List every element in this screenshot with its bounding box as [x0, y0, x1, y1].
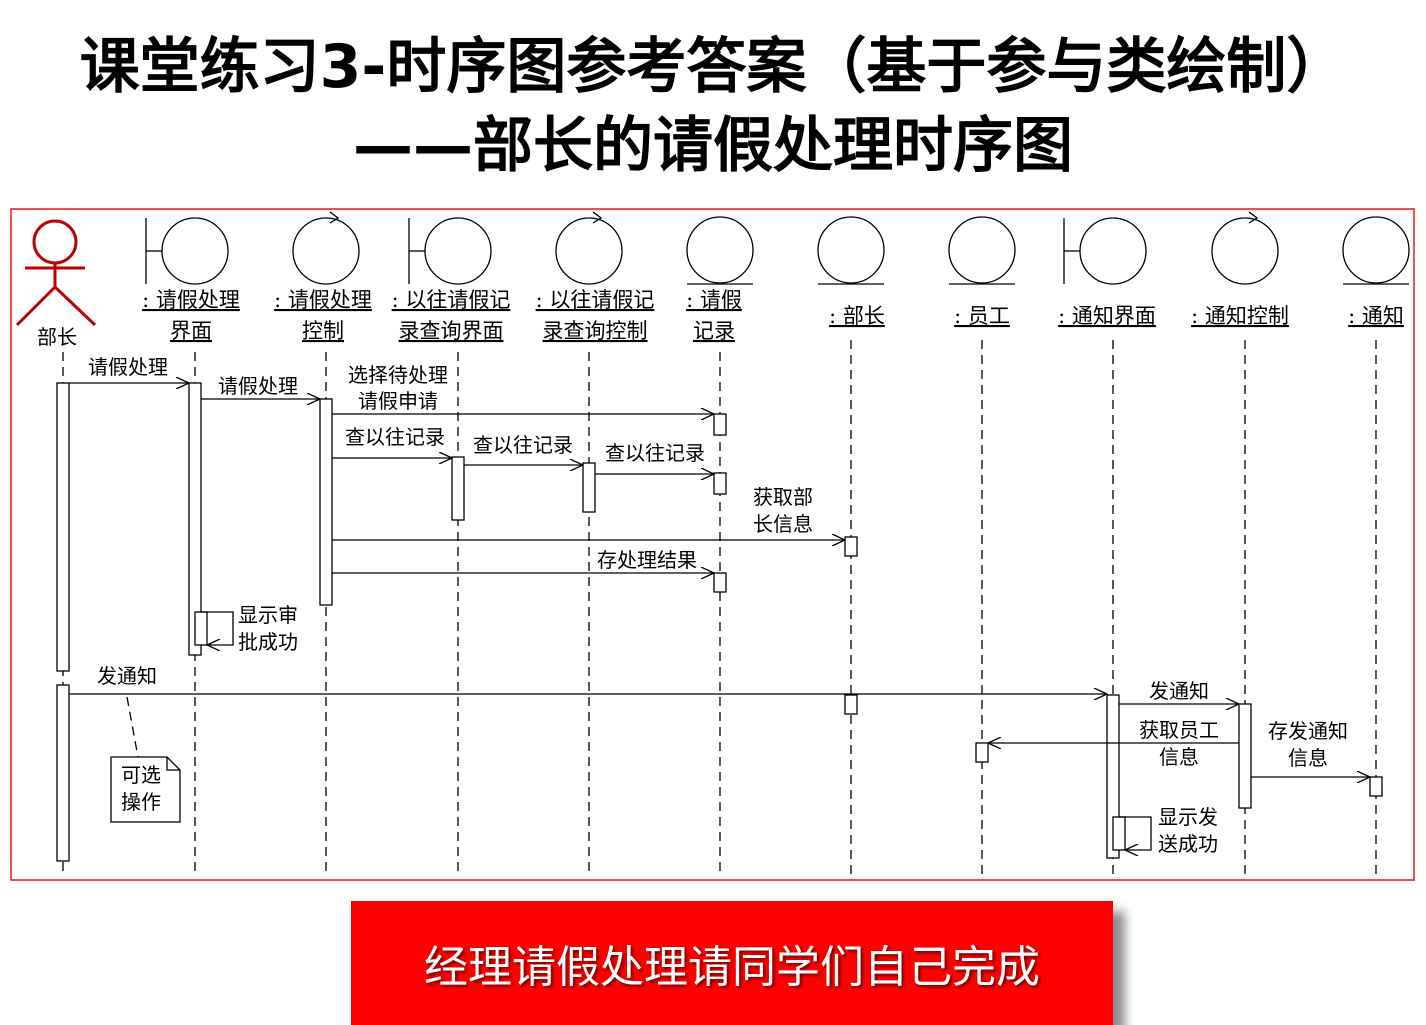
entity-icon [948, 216, 1016, 285]
msg-label-12a: 获取员工 [1139, 718, 1219, 742]
lifeline-leave-ctrl: : 请假处理 控制 [274, 211, 372, 343]
msg-label-7a: 获取部 [753, 485, 813, 509]
control-icon [292, 211, 360, 285]
msg-label-14a: 显示发 [1158, 805, 1218, 829]
lifeline-label-notice: : 通知 [1348, 304, 1404, 328]
control-icon [555, 211, 623, 285]
note-line-1: 可选 [121, 763, 161, 787]
lifeline-label-notice-ctrl: : 通知控制 [1191, 304, 1289, 328]
msg-label-13a: 存发通知 [1268, 719, 1348, 743]
boundary-icon [1063, 217, 1147, 285]
entity-icon [686, 216, 754, 285]
control-icon [1211, 211, 1279, 285]
note-line-2: 操作 [121, 790, 161, 814]
message-arrows [69, 383, 1370, 850]
msg-label-12b: 信息 [1159, 745, 1199, 769]
msg-label-3a: 选择待处理 [348, 363, 448, 387]
lifeline-label-leave-ctrl-1: : 请假处理 [274, 288, 372, 312]
msg-label-4: 查以往记录 [345, 425, 445, 449]
msg-label-11: 发通知 [1149, 679, 1209, 703]
msg-label-2: 请假处理 [218, 374, 298, 398]
lifeline-employee: : 员工 [948, 216, 1016, 328]
lifeline-label-history-ctrl-2: 录查询控制 [543, 319, 648, 343]
message-labels: 请假处理 请假处理 选择待处理 请假申请 查以往记录 查以往记录 查以往记录 获… [88, 355, 1348, 856]
msg-label-8: 存处理结果 [597, 548, 697, 572]
diagram-frame [10, 208, 1415, 881]
lifeline-label-employee: : 员工 [954, 304, 1010, 328]
boundary-icon [145, 217, 229, 285]
lifeline-history-ui: : 以往请假记 录查询界面 [392, 217, 511, 343]
title-line-2: ——部长的请假处理时序图 [353, 111, 1073, 181]
msg-label-14b: 送成功 [1158, 832, 1218, 856]
msg-label-5: 查以往记录 [473, 433, 573, 457]
lifeline-label-history-ctrl-1: : 以往请假记 [536, 288, 655, 312]
lifeline-label-notice-ui: : 通知界面 [1058, 304, 1156, 328]
msg-label-3b: 请假申请 [358, 389, 438, 413]
actor-label: 部长 [37, 325, 77, 349]
lifeline-actor: 部长 [15, 219, 97, 349]
actor-icon [15, 219, 97, 327]
entity-icon [817, 216, 885, 285]
msg-label-1: 请假处理 [88, 355, 168, 379]
lifeline-label-leave-record-1: : 请假 [686, 288, 742, 312]
banner: 经理请假处理请同学们自己完成 [351, 901, 1113, 1025]
lifeline-label-leave-ctrl-2: 控制 [302, 319, 344, 343]
msg-label-13b: 信息 [1288, 746, 1328, 770]
entity-icon [1342, 216, 1410, 285]
boundary-icon [408, 217, 492, 285]
lifeline-label-leave-record-2: 记录 [693, 319, 735, 343]
lifeline-label-minister: : 部长 [829, 304, 885, 328]
msg-label-9a: 显示审 [238, 603, 298, 627]
msg-label-7b: 长信息 [753, 512, 813, 536]
optional-note: 可选 操作 [110, 696, 181, 823]
msg-label-10: 发通知 [97, 664, 157, 688]
title-line-1: 课堂练习3-时序图参考答案（基于参与类绘制） [79, 32, 1347, 102]
lifeline-leave-record: : 请假 记录 [686, 216, 754, 343]
lifeline-notice: : 通知 [1342, 216, 1410, 328]
banner-text: 经理请假处理请同学们自己完成 [424, 942, 1040, 993]
lifeline-minister: : 部长 [817, 216, 885, 328]
msg-label-6: 查以往记录 [605, 441, 705, 465]
lifeline-leave-ui: : 请假处理 界面 [142, 217, 240, 343]
activation-bars [56, 382, 1383, 862]
lifeline-notice-ui: : 通知界面 [1058, 217, 1156, 328]
lifeline-notice-ctrl: : 通知控制 [1191, 211, 1289, 328]
lifeline-label-leave-ui-1: : 请假处理 [142, 288, 240, 312]
lifeline-label-history-ui-1: : 以往请假记 [392, 288, 511, 312]
lifeline-label-history-ui-2: 录查询界面 [399, 319, 504, 343]
msg-label-9b: 批成功 [238, 630, 298, 654]
lifeline-history-ctrl: : 以往请假记 录查询控制 [536, 211, 655, 343]
lifeline-label-leave-ui-2: 界面 [170, 319, 212, 343]
